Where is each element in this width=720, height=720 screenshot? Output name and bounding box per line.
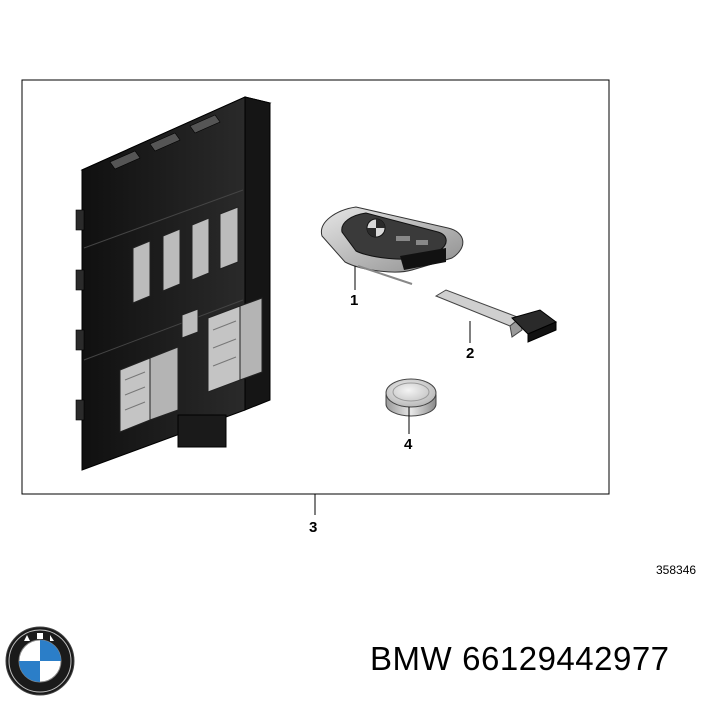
- brand-name: BMW: [370, 640, 453, 677]
- callout-3: 3: [309, 519, 317, 536]
- emergency-key-blade: [434, 289, 557, 343]
- callout-2: 2: [466, 345, 474, 362]
- diagram-reference-number: 358346: [656, 563, 696, 577]
- control-module: [75, 96, 272, 471]
- remote-key: [320, 206, 464, 285]
- callout-4: 4: [404, 436, 413, 453]
- coin-battery: [385, 378, 437, 417]
- part-number: 66129442977: [462, 640, 670, 677]
- bmw-logo-icon: [5, 626, 75, 696]
- callout-1: 1: [350, 292, 358, 309]
